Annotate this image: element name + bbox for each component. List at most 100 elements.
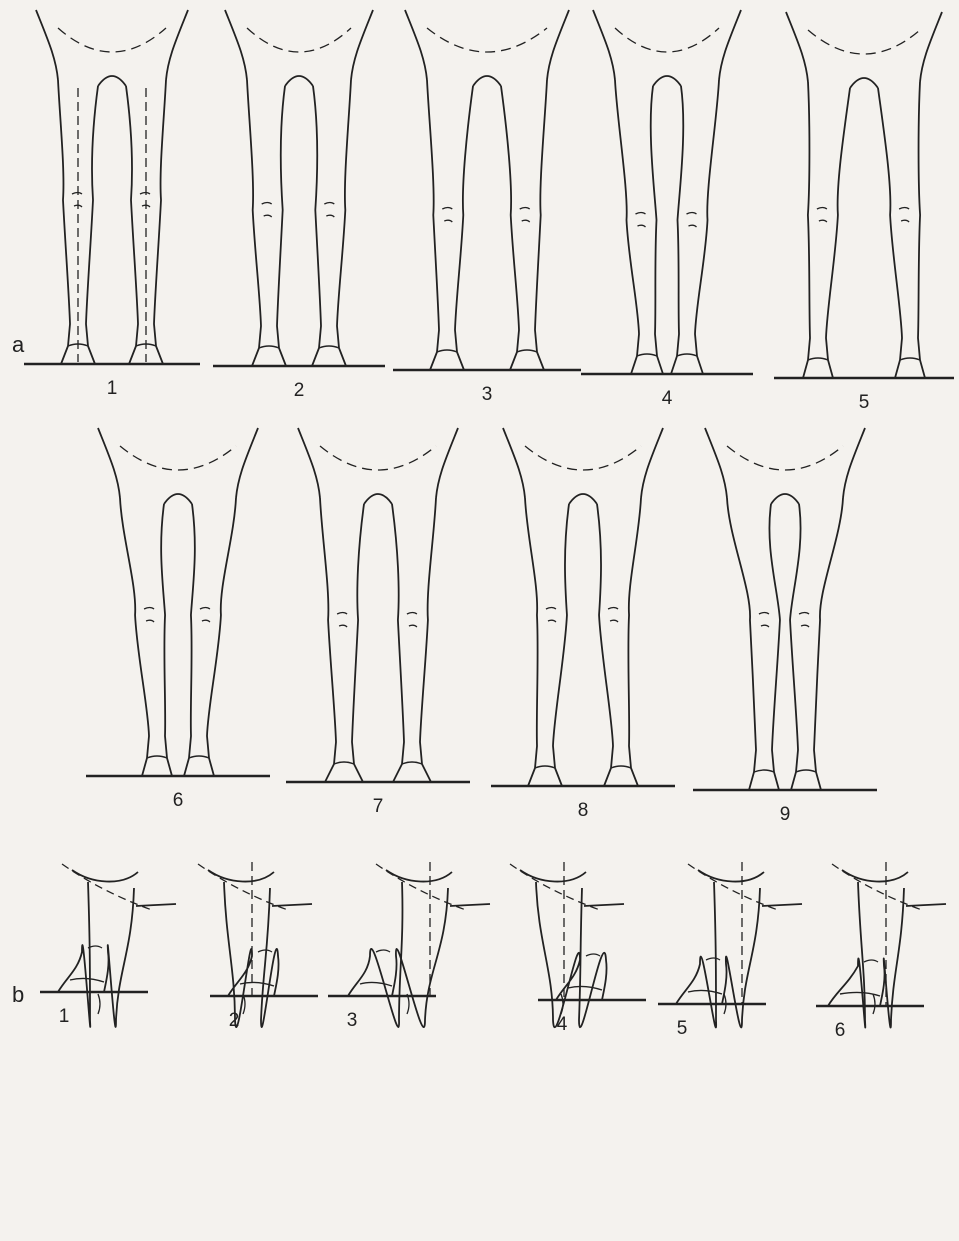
coronet [259, 346, 279, 348]
knee-mark [72, 193, 82, 208]
leg-front-edge [348, 882, 402, 1027]
figure-number-a-8: 8 [578, 800, 589, 821]
leg-front-edge [676, 882, 716, 1027]
right-leg [126, 80, 166, 364]
figure-number-b-6: 6 [835, 1020, 846, 1041]
chest-outline-right [719, 10, 741, 80]
figure-number-b-4: 4 [557, 1014, 568, 1035]
knee-mark [759, 613, 769, 628]
knee-mark [636, 213, 646, 228]
chest-contour [247, 28, 351, 52]
left-leg [615, 80, 663, 374]
chest-outline-left [298, 428, 320, 498]
coronet [637, 354, 657, 356]
shoulder-outline [72, 870, 138, 882]
figure-number-a-9: 9 [780, 804, 791, 825]
shoulder-outline [842, 870, 908, 882]
chest-outline-right [351, 10, 373, 80]
chest-outline-left [405, 10, 427, 80]
figure-number-b-1: 1 [59, 1006, 70, 1027]
front-figure-5: 5 [774, 12, 954, 413]
figure-number-a-5: 5 [859, 392, 870, 413]
chest-outline-right [436, 428, 458, 498]
brisket-arch [569, 494, 597, 504]
figure-number-a-4: 4 [662, 388, 673, 409]
brisket-arch [653, 76, 681, 86]
left-leg [427, 80, 473, 370]
coronet [517, 350, 537, 352]
leg-back-edge [392, 888, 448, 1027]
figure-number-a-3: 3 [482, 384, 493, 405]
knee-mark [608, 608, 618, 623]
section-b-side-view: 1 2 3 4 5 6 [40, 862, 946, 1041]
leg-back-edge [579, 888, 607, 1027]
coronet [360, 982, 392, 986]
figure-number-b-3: 3 [347, 1010, 358, 1031]
coronet [535, 766, 555, 768]
right-leg [312, 80, 351, 366]
coronet [677, 354, 697, 356]
chest-contour [320, 446, 436, 470]
coronet [796, 770, 816, 772]
shoulder-outline [386, 870, 452, 882]
knee-mark [144, 608, 154, 623]
belly-line [906, 904, 946, 906]
brisket-arch [771, 494, 799, 504]
side-figure-5: 5 [658, 862, 802, 1039]
chest-outline-left [503, 428, 525, 498]
coronet [147, 756, 167, 758]
figure-number-b-5: 5 [677, 1018, 688, 1039]
shoulder-contour [376, 864, 466, 910]
knee-mark [324, 203, 334, 218]
leg-front-edge [224, 882, 252, 1027]
knee-mark [442, 208, 452, 223]
chest-outline-right [641, 428, 663, 498]
belly-line [136, 904, 176, 906]
right-leg [392, 498, 436, 782]
knee-mark [546, 608, 556, 623]
knee-mark [687, 213, 697, 228]
coronet [900, 358, 920, 360]
left-leg [58, 80, 98, 364]
section-a-label: a [12, 332, 25, 357]
shoulder-contour [198, 864, 288, 910]
belly-line [584, 904, 624, 906]
knee-mark [200, 608, 210, 623]
knee-mark [817, 208, 827, 223]
knee-mark [337, 613, 347, 628]
right-leg [184, 498, 236, 776]
figure-number-a-6: 6 [173, 790, 184, 811]
left-leg [247, 80, 286, 366]
chest-outline-right [843, 428, 865, 498]
belly-line [762, 904, 802, 906]
knee-mark [520, 208, 530, 223]
leg-back-edge [261, 888, 279, 1027]
shoulder-contour [688, 864, 778, 910]
coronet [189, 756, 209, 758]
leg-back-edge [104, 888, 134, 1027]
chest-contour [727, 446, 843, 470]
chest-outline-right [920, 12, 942, 82]
figure-number-b-2: 2 [229, 1010, 240, 1031]
chest-contour [525, 446, 641, 470]
front-figure-3: 3 [393, 10, 581, 405]
side-figure-2: 2 [198, 862, 318, 1031]
brisket-arch [850, 78, 878, 88]
front-figure-7: 7 [286, 428, 470, 817]
chest-outline-left [705, 428, 727, 498]
coronet [568, 986, 602, 990]
coronet [808, 358, 828, 360]
brisket-arch [285, 76, 313, 86]
knee-mark [140, 193, 150, 208]
right-leg [501, 80, 547, 370]
chest-outline-left [36, 10, 58, 80]
chest-outline-right [166, 10, 188, 80]
chest-outline-left [593, 10, 615, 80]
shoulder-contour [62, 864, 152, 910]
left-leg [727, 498, 780, 790]
right-leg [878, 82, 925, 378]
brisket-arch [164, 494, 192, 504]
joint-marks [376, 950, 409, 1014]
